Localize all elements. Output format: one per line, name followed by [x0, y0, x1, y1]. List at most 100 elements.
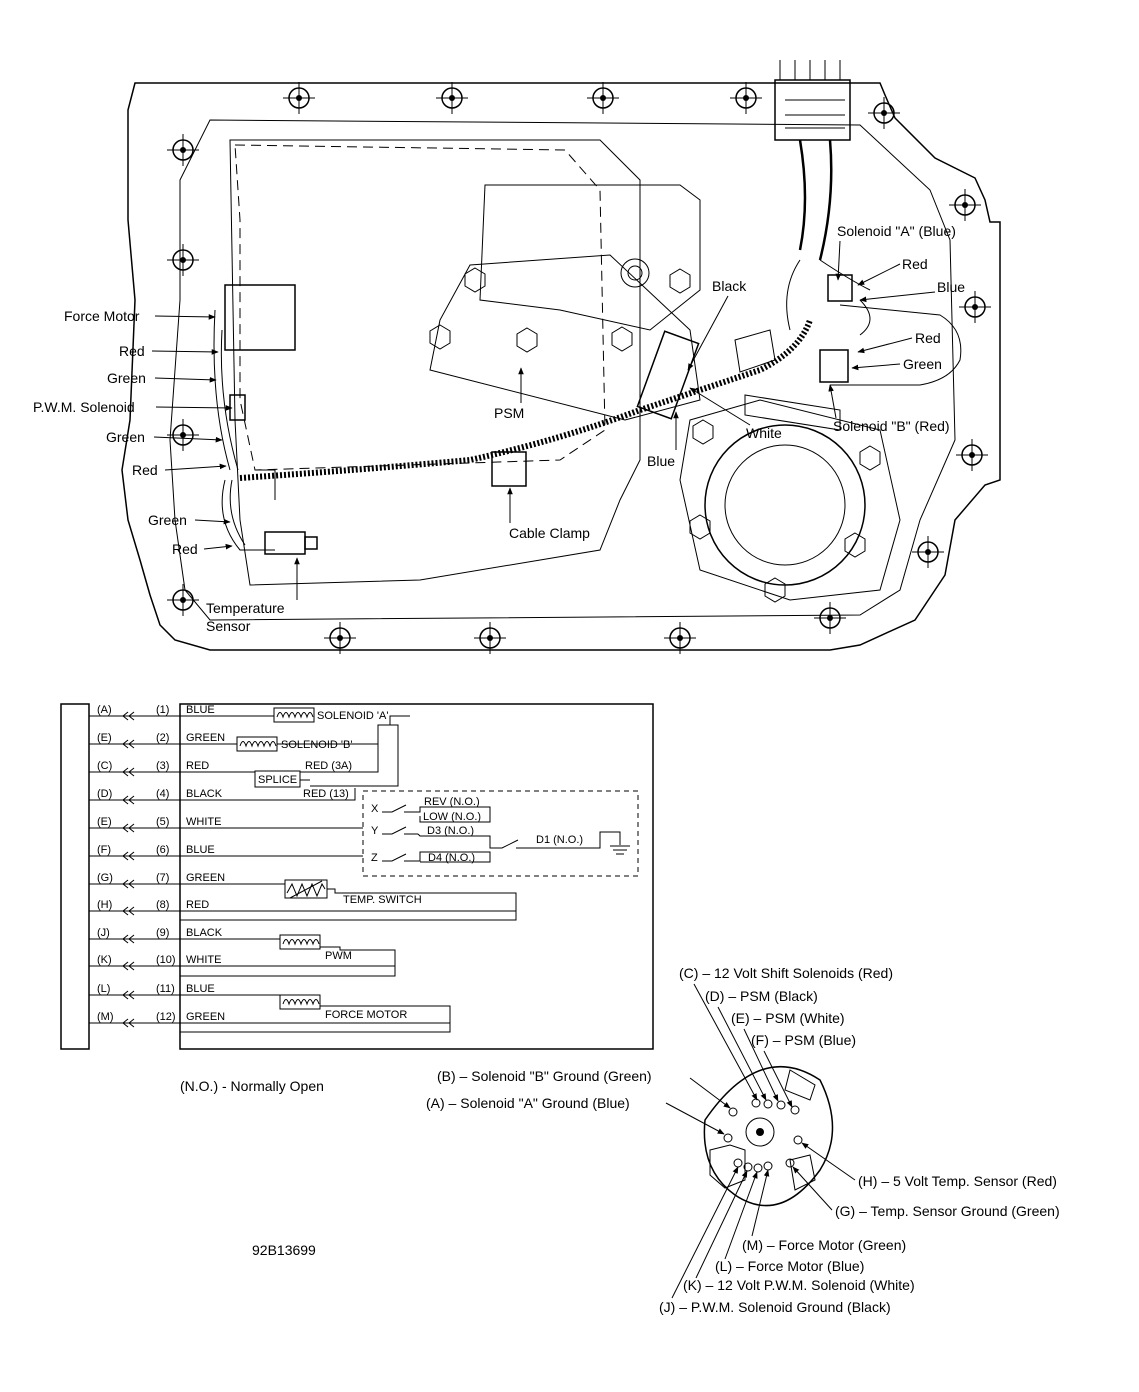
row-wire-color: RED [186, 760, 209, 772]
schematic-d4: D4 (N.O.) [428, 852, 475, 864]
row-wire-color: GREEN [186, 1011, 225, 1023]
schematic-row: (A) (1) BLUE [89, 704, 274, 721]
normally-open-note: (N.O.) - Normally Open [180, 1078, 324, 1094]
schematic-z: Z [371, 852, 378, 864]
wiring-schematic: (A)(1)BLUE(E)(2)GREEN(C)(3)RED(D)(4)BLAC… [60, 703, 654, 1050]
pan-outline [121, 82, 1001, 651]
row-connector-letter: (J) [97, 927, 110, 939]
row-pin-number: (11) [156, 983, 175, 995]
connector-face-view: (C) – 12 Volt Shift Solenoids (Red) (D) … [426, 965, 1060, 1315]
row-wire-color: GREEN [186, 732, 225, 744]
callout-blue: Blue [647, 453, 675, 469]
schematic-temp-switch: TEMP. SWITCH [343, 894, 422, 906]
callout-red-1: Red [119, 343, 145, 359]
pin-k-label: (K) – 12 Volt P.W.M. Solenoid (White) [683, 1277, 915, 1293]
row-connector-letter: (C) [97, 760, 112, 772]
pwm-coil [279, 934, 321, 950]
callout-pwm-solenoid: P.W.M. Solenoid [33, 399, 135, 415]
schematic-x: X [371, 803, 379, 815]
callout-black: Black [712, 278, 747, 294]
callout-solenoid-b: Solenoid "B" (Red) [833, 418, 950, 434]
callout-green-1: Green [107, 370, 146, 386]
callout-force-motor: Force Motor [64, 308, 140, 324]
pin-m-label: (M) – Force Motor (Green) [742, 1237, 906, 1253]
solenoid-b-coil [236, 736, 278, 752]
row-wire-color: RED [186, 899, 209, 911]
row-pin-number: (9) [156, 927, 169, 939]
row-wire-color: BLUE [186, 844, 215, 856]
callout-green-3: Green [148, 512, 187, 528]
callout-solenoid-a: Solenoid "A" (Blue) [837, 223, 956, 239]
row-pin-number: (7) [156, 872, 169, 884]
schematic-d1: D1 (N.O.) [536, 834, 583, 846]
solenoid-a-coil [273, 707, 315, 723]
row-connector-letter: (E) [97, 816, 112, 828]
schematic-red-13: RED (13) [303, 788, 349, 800]
pin-b-label: (B) – Solenoid "B" Ground (Green) [437, 1068, 652, 1084]
pin-e-label: (E) – PSM (White) [731, 1010, 845, 1026]
schematic-row: (M) (12) GREEN [89, 1011, 450, 1028]
row-connector-letter: (E) [97, 732, 112, 744]
callout-red-b: Red [915, 330, 941, 346]
callout-psm: PSM [494, 405, 524, 421]
schematic-low: LOW (N.O.) [423, 811, 481, 823]
valve-body-pan-drawing: Force Motor Red Green P.W.M. Solenoid Gr… [33, 60, 1001, 655]
schematic-row: (J) (9) BLACK [89, 927, 280, 944]
pin-f-label: (F) – PSM (Blue) [751, 1032, 856, 1048]
row-pin-number: (12) [156, 1011, 176, 1023]
row-connector-letter: (K) [97, 954, 112, 966]
schematic-d3: D3 (N.O.) [427, 825, 474, 837]
row-connector-letter: (M) [97, 1011, 114, 1023]
figure-id: 92B13699 [252, 1242, 316, 1258]
schematic-row: (E) (2) GREEN [89, 732, 225, 749]
callout-temperature-sensor-line2: Sensor [206, 618, 251, 634]
row-wire-color: BLACK [186, 788, 223, 800]
callout-red-3: Red [172, 541, 198, 557]
row-wire-color: WHITE [186, 954, 221, 966]
row-connector-letter: (G) [97, 872, 113, 884]
row-wire-color: WHITE [186, 816, 221, 828]
pin-l-label: (L) – Force Motor (Blue) [715, 1258, 864, 1274]
schematic-force-motor: FORCE MOTOR [325, 1009, 407, 1021]
schematic-row: (K) (10) WHITE [89, 954, 395, 971]
row-wire-color: BLUE [186, 704, 215, 716]
schematic-row: (E) (5) WHITE [89, 816, 363, 833]
schematic-pwm: PWM [325, 950, 352, 962]
row-wire-color: BLUE [186, 983, 215, 995]
callout-green-b: Green [903, 356, 942, 372]
schematic-red-3a: RED (3A) [305, 760, 352, 772]
callout-red-a: Red [902, 256, 928, 272]
schematic-row: (D)(4)BLACK [89, 788, 300, 805]
row-pin-number: (5) [156, 816, 169, 828]
row-wire-color: BLACK [186, 927, 223, 939]
row-pin-number: (6) [156, 844, 169, 856]
connector-block [60, 703, 90, 1050]
schematic-row: (F) (6) BLUE [89, 844, 363, 861]
pin-g-label: (G) – Temp. Sensor Ground (Green) [835, 1203, 1060, 1219]
schematic-solenoid-a: SOLENOID 'A' [317, 710, 388, 722]
row-pin-number: (10) [156, 954, 176, 966]
row-pin-number: (2) [156, 732, 169, 744]
pin-d-label: (D) – PSM (Black) [705, 988, 818, 1004]
callout-blue-a: Blue [937, 279, 965, 295]
callout-green-2: Green [106, 429, 145, 445]
schematic-frame [179, 703, 654, 1050]
pin-a-label: (A) – Solenoid "A" Ground (Blue) [426, 1095, 630, 1111]
row-pin-number: (1) [156, 704, 169, 716]
callout-cable-clamp: Cable Clamp [509, 525, 590, 541]
row-connector-letter: (A) [97, 704, 112, 716]
pin-h-label: (H) – 5 Volt Temp. Sensor (Red) [858, 1173, 1057, 1189]
force-motor-coil [279, 994, 321, 1010]
row-pin-number: (4) [156, 788, 169, 800]
callout-red-2: Red [132, 462, 158, 478]
row-connector-letter: (L) [97, 983, 110, 995]
pin-j-label: (J) – P.W.M. Solenoid Ground (Black) [659, 1299, 891, 1315]
schematic-row: (L) (11) BLUE [89, 983, 280, 1000]
callout-temperature-sensor: Temperature [206, 600, 285, 616]
schematic-row: (C)(3)RED [89, 760, 255, 777]
row-connector-letter: (F) [97, 844, 111, 856]
row-wire-color: GREEN [186, 872, 225, 884]
schematic-row: (H)(8)RED [89, 899, 516, 916]
schematic-solenoid-b: SOLENOID 'B' [281, 739, 352, 751]
